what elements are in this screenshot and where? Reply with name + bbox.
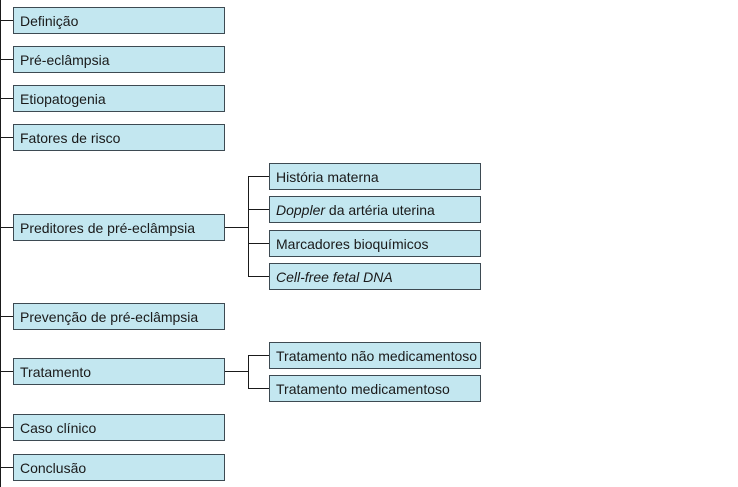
box-label: Tratamento não medicamentoso xyxy=(276,347,478,364)
connector-etiopatogenia xyxy=(0,98,13,99)
connector-fatores xyxy=(0,137,13,138)
box-tratamento-medicamentoso: Tratamento medicamentoso xyxy=(269,375,481,402)
box-label: Conclusão xyxy=(20,459,87,476)
predictors-branch-3 xyxy=(248,243,269,244)
treatment-spine-line xyxy=(248,355,249,389)
box-label: Etiopatogenia xyxy=(20,90,106,107)
connector-tratamento xyxy=(0,371,13,372)
box-cell-free-dna: Cell-free fetal DNA xyxy=(269,263,481,290)
connector-preditores xyxy=(0,227,13,228)
box-doppler: Doppler da artéria uterina xyxy=(269,196,481,223)
box-pre-eclampsia: Pré-eclâmpsia xyxy=(13,46,225,73)
box-label-italic: Cell-free fetal DNA xyxy=(276,268,393,285)
connector-prevencao xyxy=(0,316,13,317)
box-label: Fatores de risco xyxy=(20,129,121,146)
box-tratamento-nao-medicamentoso: Tratamento não medicamentoso xyxy=(269,342,481,369)
box-label: Prevenção de pré-eclâmpsia xyxy=(20,308,199,325)
main-spine-line xyxy=(0,0,1,487)
box-label: Marcadores bioquímicos xyxy=(276,235,429,252)
box-caso-clinico: Caso clínico xyxy=(13,414,225,441)
predictors-out-line xyxy=(225,227,249,228)
box-label: da artéria uterina xyxy=(325,201,435,218)
predictors-branch-2 xyxy=(248,209,269,210)
predictors-branch-1 xyxy=(248,176,269,177)
box-fatores-de-risco: Fatores de risco xyxy=(13,124,225,151)
connector-pre-eclampsia xyxy=(0,59,13,60)
box-marcadores: Marcadores bioquímicos xyxy=(269,230,481,257)
connector-definicao xyxy=(0,20,13,21)
box-label: Preditores de pré-eclâmpsia xyxy=(20,219,196,236)
box-label: Tratamento xyxy=(20,363,92,380)
box-label: Tratamento medicamentoso xyxy=(276,380,450,397)
connector-caso xyxy=(0,427,13,428)
box-definicao: Definição xyxy=(13,7,225,34)
box-conclusao: Conclusão xyxy=(13,454,225,481)
box-prevencao: Prevenção de pré-eclâmpsia xyxy=(13,303,225,330)
predictors-branch-4 xyxy=(248,276,269,277)
treatment-out-line xyxy=(225,371,249,372)
connector-conclusao xyxy=(0,467,13,468)
box-label: Pré-eclâmpsia xyxy=(20,51,110,68)
predictors-spine-line xyxy=(248,176,249,277)
box-historia-materna: História materna xyxy=(269,163,481,190)
treatment-branch-2 xyxy=(248,388,269,389)
box-label: Definição xyxy=(20,12,79,29)
box-label: História materna xyxy=(276,168,379,185)
box-tratamento: Tratamento xyxy=(13,358,225,385)
box-label-italic: Doppler xyxy=(276,201,326,218)
box-label: Caso clínico xyxy=(20,419,97,436)
box-preditores: Preditores de pré-eclâmpsia xyxy=(13,214,225,241)
treatment-branch-1 xyxy=(248,355,269,356)
box-etiopatogenia: Etiopatogenia xyxy=(13,85,225,112)
